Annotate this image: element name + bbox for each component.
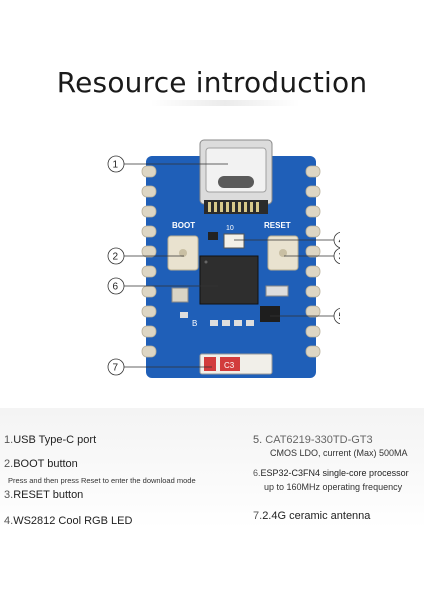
item-esp32-note: up to 160MHz operating frequency: [264, 482, 403, 492]
item-ldo-note: CMOS LDO, current (Max) 500MA: [270, 448, 408, 458]
callout-3: [284, 247, 340, 265]
antenna-silk-label: C3: [224, 361, 235, 370]
rgb-led: [223, 233, 245, 249]
callout-label-2: 2: [113, 252, 119, 263]
reset-button: [267, 235, 299, 271]
callout-label-7: 7: [113, 363, 119, 374]
callout-5: [270, 307, 340, 325]
pin-b-silk: B: [192, 319, 197, 328]
ceramic-antenna: C3: [199, 353, 273, 375]
boot-silk-label: BOOT: [172, 221, 195, 230]
callout-2: [107, 247, 184, 265]
callout-label-5: 5: [339, 312, 341, 323]
castellated-pads: [141, 165, 321, 358]
item-usb-type-c: 1.USB Type-C port: [4, 434, 97, 446]
usb-c-port: [199, 139, 273, 214]
item-rgb-led: 4.WS2812 Cool RGB LED: [4, 515, 133, 527]
reset-silk-label: RESET: [264, 221, 291, 230]
item-reset-button: 3.RESET button: [4, 489, 84, 501]
chip-silk-label: 10: [226, 225, 234, 232]
title-reflection: [150, 100, 300, 106]
callout-4: [234, 231, 340, 249]
item-boot-button: 2.BOOT button: [4, 458, 78, 470]
callout-6: [107, 277, 218, 295]
ldo-regulator: [260, 306, 280, 322]
boot-button: [167, 235, 199, 271]
board-diagram: BOOT RESET 10 B C3 1 2 3: [107, 139, 341, 378]
callout-label-1: 1: [113, 160, 119, 171]
callout-7: [107, 358, 212, 376]
description-panel: [0, 408, 424, 528]
item-antenna: 7.2.4G ceramic antenna: [253, 510, 371, 522]
item-ldo: 5. CAT6219-330TD-GT3: [253, 434, 373, 446]
callout-label-6: 6: [113, 282, 119, 293]
page-title: Resource introduction: [56, 66, 368, 99]
esp32-chip: [199, 255, 259, 305]
callout-1: [107, 155, 228, 173]
item-boot-note: Press and then press Reset to enter the …: [8, 476, 196, 485]
callout-label-4: 4: [339, 236, 341, 247]
item-esp32: 6.ESP32-C3FN4 single-core processor: [253, 468, 409, 478]
callout-label-3: 3: [339, 252, 341, 263]
